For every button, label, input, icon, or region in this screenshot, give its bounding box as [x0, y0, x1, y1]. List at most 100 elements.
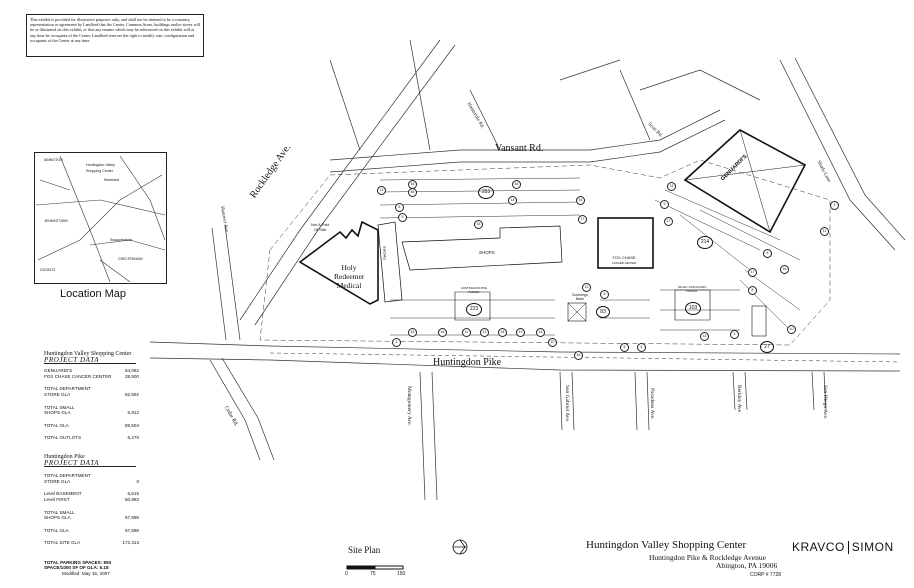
project-data-row: SHOPS GLA 57,598: [44, 515, 139, 521]
location-map-label: Shopping Center: [86, 169, 113, 173]
parking-count-marker: 6: [620, 343, 629, 352]
parking-count-bank: 83: [596, 306, 610, 318]
parking-count-marker: 16: [438, 328, 447, 337]
row-label: SHOPS GLA: [44, 410, 71, 416]
row-label: TOTAL GLA: [44, 527, 69, 533]
project-data-center: Huntingdon Valley Shopping Center PROJEC…: [44, 351, 139, 441]
north-arrow-icon: [452, 539, 468, 555]
scale-label-75: 75: [370, 571, 376, 577]
project-data-row: Level FIRST 50,983: [44, 497, 139, 503]
parking-count-marker: 14: [498, 328, 507, 337]
corp-number: CORP # 7728: [750, 572, 782, 578]
parking-count-marker: 8: [395, 203, 404, 212]
disclaimer-box: This exhibit is provided for illustrativ…: [26, 14, 204, 57]
row-value: 50,983: [124, 496, 139, 502]
location-map-label: Huntingdon Valley: [86, 163, 115, 167]
parking-count-marker: 17: [748, 268, 757, 277]
parking-count-marker: 17: [664, 217, 673, 226]
row-value: 54,092: [124, 368, 139, 374]
row-value: 6,615: [127, 491, 140, 497]
parking-count-marker: 14: [536, 328, 545, 337]
location-map-label: CHELTENHAM: [118, 257, 143, 261]
parking-count-marker: 45: [408, 188, 417, 197]
scale-bar: [346, 565, 404, 570]
shops-center-label: SHOPS: [479, 250, 495, 255]
parking-count-corner: 27: [760, 341, 774, 353]
parking-count-marker: 14: [508, 196, 517, 205]
row-label: TOTAL SMALL: [44, 404, 75, 410]
bank-building: [567, 302, 587, 322]
parking-count-marker: 13: [516, 328, 525, 337]
row-label: TOTAL OUTLOTS: [44, 435, 82, 441]
parking-count-marker: 14: [576, 196, 585, 205]
row-label: STORE GLA: [44, 391, 71, 397]
project-data-subheading: PROJECT DATA: [44, 459, 136, 468]
row-label: SHOPS GLA: [44, 515, 71, 521]
row-value: 6,912: [127, 410, 140, 416]
parking-count-marker: 11: [462, 328, 471, 337]
project-data-row: STORE GLA 82,592: [44, 392, 139, 398]
project-data-heading: Huntingdon Pike: [44, 454, 85, 460]
location-map-label: JENKINTOWN: [44, 219, 68, 223]
parking-count-marker: 15: [408, 328, 417, 337]
valley-parcel: [674, 289, 711, 321]
parking-count-marker: 4: [730, 330, 739, 339]
shops-left-label: SHOPS: [382, 245, 387, 260]
parking-count-marker: 13: [667, 182, 676, 191]
shops-left-building: [377, 221, 403, 303]
parking-count-marker: 11: [820, 227, 829, 236]
parking-count-marker: 13: [700, 332, 709, 341]
montgomery-ave-label: Montgomery Ave.: [406, 386, 412, 426]
location-map-inset: [34, 152, 167, 284]
parking-count-marker: 9: [398, 213, 407, 222]
row-value: 89,504: [124, 422, 139, 428]
parking-count-main: 253: [478, 186, 494, 199]
center-title: Huntingdon Valley Shopping Center: [586, 539, 747, 551]
parking-count-marker: 17: [578, 215, 587, 224]
scale-label-0: 0: [345, 571, 348, 577]
parking-count-marker: 16: [780, 265, 789, 274]
location-map-label: Moreland: [104, 178, 119, 182]
parking-count-marker: 3: [392, 338, 401, 347]
location-map-label: Susquehanna: [110, 238, 133, 242]
project-data-row: SHOPS GLA 6,912: [44, 410, 139, 416]
parking-count-marker: 16: [574, 351, 583, 360]
row-label: TOTAL DEPARTMENT: [44, 386, 91, 392]
san-gabriel-ave-label: San Gabriel Ave.: [564, 385, 570, 423]
pasadena-ave-label: Pasadena Ave.: [649, 388, 655, 420]
row-label: TOTAL SMALL: [44, 509, 75, 515]
project-data-row: TOTAL DEPARTMENT: [44, 473, 139, 479]
shops-center-building: [401, 225, 563, 271]
center-address: Huntingdon Pike & Rockledge Avenue: [649, 553, 766, 562]
project-data-row: TOTAL SMALL: [44, 405, 139, 411]
not-part-of-site-label: Not A Part Of Site: [310, 222, 329, 232]
pad-parcel-label: HUNTINGDON PIKE PARCEL: [460, 286, 488, 294]
project-data-row: GENUARDI'S 54,092: [44, 368, 139, 374]
pad-parcel: [454, 291, 491, 321]
fox-chase-building: [597, 217, 654, 269]
row-label: GENUARDI'S: [44, 368, 73, 374]
parking-count-valley: 103: [685, 302, 701, 315]
location-map-label: OGONTZ: [40, 268, 56, 272]
row-value: 57,598: [124, 515, 139, 521]
berkley-ave-label: Berkley Ave.: [736, 385, 742, 414]
project-data-heading: Huntingdon Valley Shopping Center: [44, 351, 132, 357]
row-label: STORE GLA: [44, 478, 71, 484]
parking-count-marker: 10: [548, 338, 557, 347]
huntingdon-pike-label: Huntingdon Pike: [433, 357, 502, 368]
parking-count-marker: 12: [582, 283, 591, 292]
row-value: 28,500: [124, 373, 139, 379]
fox-chase-label: FOX CHASE CANCER CENTER: [612, 255, 637, 265]
row-value: 82,592: [124, 391, 139, 397]
row-label: Level FIRST: [44, 496, 70, 502]
location-map-caption: Location Map: [60, 288, 127, 300]
san-diego-ave-label: San Diego Ave.: [822, 385, 828, 420]
location-map-label: ABINGTON: [44, 158, 63, 162]
parking-count-marker: 3: [830, 201, 839, 210]
